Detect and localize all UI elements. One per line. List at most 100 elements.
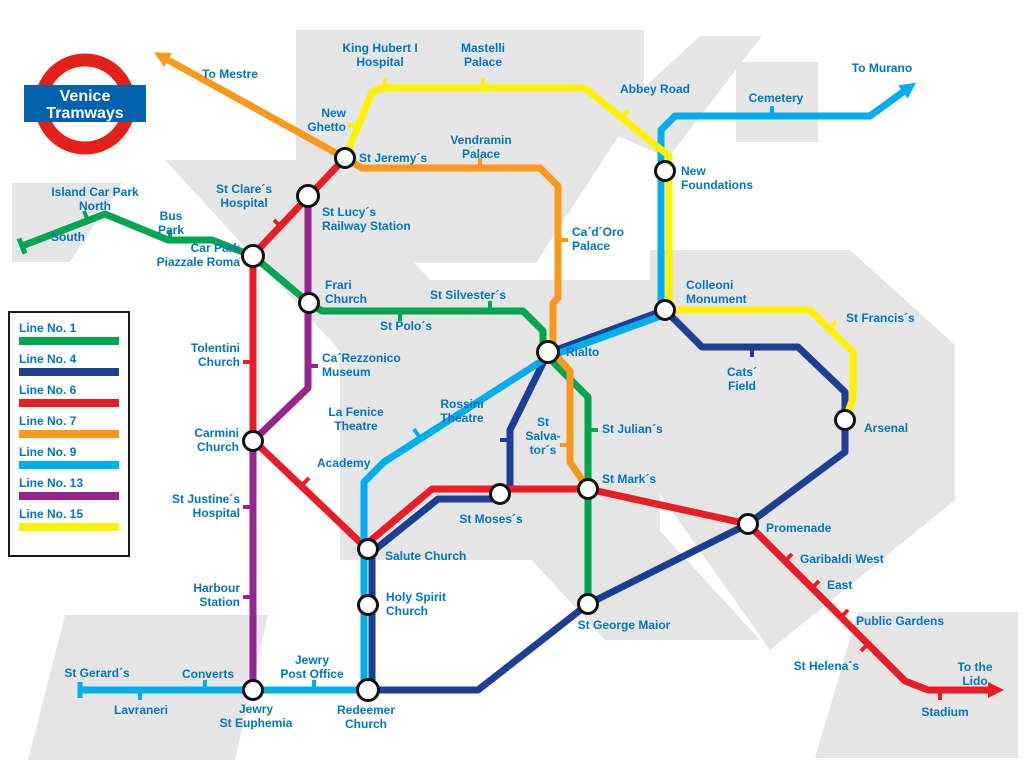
station-academy bbox=[300, 476, 311, 487]
label-st-gerard-s: St Gerard´s bbox=[64, 666, 130, 680]
background-art bbox=[12, 30, 1018, 760]
label-to-mestre: To Mestre bbox=[202, 67, 258, 81]
logo-line2: Tramways bbox=[46, 105, 123, 122]
legend-item-color-bar bbox=[19, 399, 119, 407]
label-east: East bbox=[827, 578, 852, 592]
station-ticks bbox=[16, 78, 942, 700]
station-island-car-park-north bbox=[82, 210, 90, 222]
legend-item-label: Line No. 1 bbox=[19, 321, 77, 335]
background-shape bbox=[600, 36, 762, 158]
label-st-francis-s: St Francis´s bbox=[846, 311, 915, 325]
station-redeemer-church bbox=[356, 678, 380, 702]
label-st-silvester-s: St Silvester´s bbox=[430, 288, 506, 302]
station-public-gardens bbox=[839, 608, 850, 619]
station-rialto bbox=[536, 340, 560, 364]
label-to-murano: To Murano bbox=[852, 61, 912, 75]
line-line-no-7 bbox=[166, 56, 591, 491]
station-frari-church bbox=[298, 292, 320, 314]
station-st-helena-s bbox=[859, 642, 870, 653]
line-line-no-15 bbox=[341, 84, 857, 422]
station-carmini-church bbox=[242, 430, 264, 452]
station-new-ghetto bbox=[347, 122, 358, 130]
label-rialto: Rialto bbox=[566, 345, 599, 359]
label-island-car-park-south: South bbox=[51, 230, 85, 244]
label-stadium: Stadium bbox=[921, 705, 968, 719]
interchange-stations bbox=[241, 147, 856, 702]
station-east bbox=[810, 579, 821, 590]
label-academy: Academy bbox=[317, 456, 371, 470]
legend-item-color-bar bbox=[19, 492, 119, 500]
legend-item-line-no-15: Line No. 15 bbox=[19, 507, 119, 531]
station-promenade bbox=[737, 513, 759, 535]
station-salute-church bbox=[357, 538, 379, 560]
label-st-mark-s: St Mark´s bbox=[602, 472, 656, 486]
label-cemetery: Cemetery bbox=[749, 91, 804, 105]
label-st-jeremy-s: St Jeremy´s bbox=[359, 151, 427, 165]
label-st-moses-s: St Moses´s bbox=[459, 512, 523, 526]
venice-tramways-logo: Venice Tramways bbox=[24, 53, 146, 155]
legend-item-line-no-4: Line No. 4 bbox=[19, 352, 119, 376]
station-st-jeremy-s bbox=[334, 147, 356, 169]
label-cats-field: Cats´Field bbox=[727, 365, 757, 393]
station-st-moses-s bbox=[489, 483, 511, 505]
station-st-francis-s bbox=[828, 319, 838, 331]
legend-item-line-no-1: Line No. 1 bbox=[19, 321, 119, 345]
legend-item-color-bar bbox=[19, 523, 119, 531]
legend-item-label: Line No. 4 bbox=[19, 352, 77, 366]
legend-item-label: Line No. 7 bbox=[19, 414, 77, 428]
station-st-george-maior bbox=[577, 593, 599, 615]
legend-items: Line No. 1 Line No. 4 Line No. 6 Line No. 7… bbox=[19, 321, 119, 531]
station-new-foundations bbox=[654, 160, 676, 182]
station-colleoni-monument bbox=[654, 299, 676, 321]
label-st-george-maior: St George Maior bbox=[578, 618, 671, 632]
legend-item-label: Line No. 6 bbox=[19, 383, 77, 397]
label-salute-church: Salute Church bbox=[385, 549, 466, 563]
legend-item-label: Line No. 13 bbox=[19, 476, 84, 490]
background-shape bbox=[736, 62, 818, 142]
label-st-polo-s: St Polo´s bbox=[380, 319, 432, 333]
legend-item-color-bar bbox=[19, 430, 119, 438]
line-line-no-13 bbox=[249, 196, 312, 690]
direction-arrow-icon bbox=[154, 52, 172, 67]
station-jewry-st-euphemia bbox=[242, 679, 264, 701]
legend-item-label: Line No. 9 bbox=[19, 445, 77, 459]
legend: Line No. 1 Line No. 4 Line No. 6 Line No. 7… bbox=[8, 311, 130, 557]
station-holy-spirit-church bbox=[357, 594, 379, 616]
legend-item-line-no-6: Line No. 6 bbox=[19, 383, 119, 407]
direction-arrow-icon bbox=[898, 82, 916, 99]
label-converts: Converts bbox=[182, 667, 234, 681]
station-st-clare-s-hospital bbox=[272, 218, 283, 229]
station-st-lucy-s-railway-station bbox=[296, 184, 320, 208]
legend-item-line-no-7: Line No. 7 bbox=[19, 414, 119, 438]
label-garibaldi-west: Garibaldi West bbox=[800, 552, 884, 566]
label-public-gardens: Public Gardens bbox=[856, 614, 944, 628]
station-car-park-piazzale-roma bbox=[241, 244, 265, 268]
legend-item-line-no-13: Line No. 13 bbox=[19, 476, 119, 500]
label-st-helena-s: St Helena´s bbox=[794, 659, 860, 673]
label-arsenal: Arsenal bbox=[864, 421, 908, 435]
station-st-mark-s bbox=[577, 478, 599, 500]
legend-item-line-no-9: Line No. 9 bbox=[19, 445, 119, 469]
legend-item-color-bar bbox=[19, 368, 119, 376]
station-garibaldi-west bbox=[783, 552, 794, 563]
